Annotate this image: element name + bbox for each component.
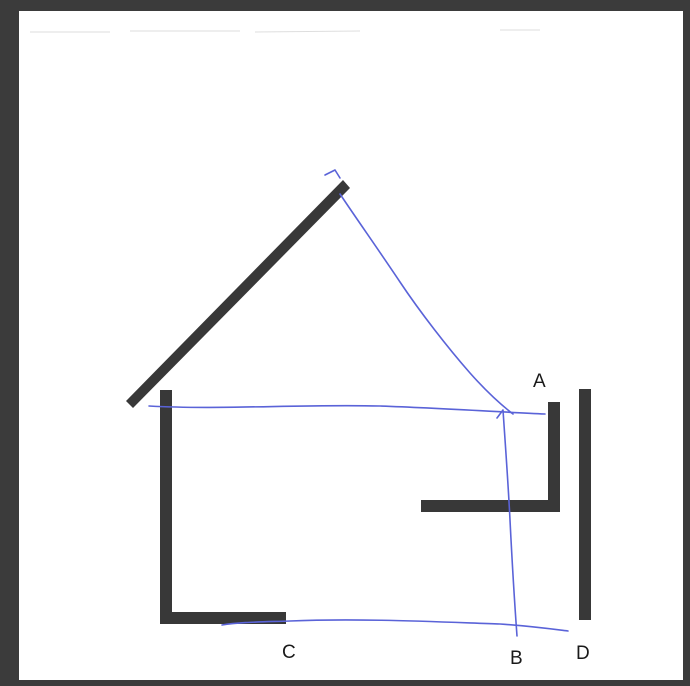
pen-vertical-line-b [496, 409, 518, 637]
label-c: C [282, 642, 296, 663]
right-wall-bar-d [579, 389, 591, 620]
printed-bars [126, 180, 591, 624]
frame-bottom [0, 680, 690, 686]
frame-top [0, 0, 690, 11]
frame-left [0, 0, 19, 686]
label-a: A [533, 371, 546, 392]
inner-wall-bar-a [548, 402, 560, 510]
label-d: D [576, 643, 590, 664]
pen-top-horizontal-line [148, 404, 546, 415]
pen-strokes [148, 169, 569, 637]
pen-roof-tick [324, 169, 341, 179]
left-wall-bar [160, 390, 172, 624]
inner-floor-bar [421, 500, 560, 512]
roof-bar [126, 180, 350, 408]
pen-bottom-line [221, 619, 569, 632]
pen-roof-right-line [339, 193, 514, 415]
label-b: B [510, 648, 523, 669]
frame-right [683, 0, 690, 686]
floor-bar [160, 612, 286, 624]
scan-noise [30, 29, 540, 33]
